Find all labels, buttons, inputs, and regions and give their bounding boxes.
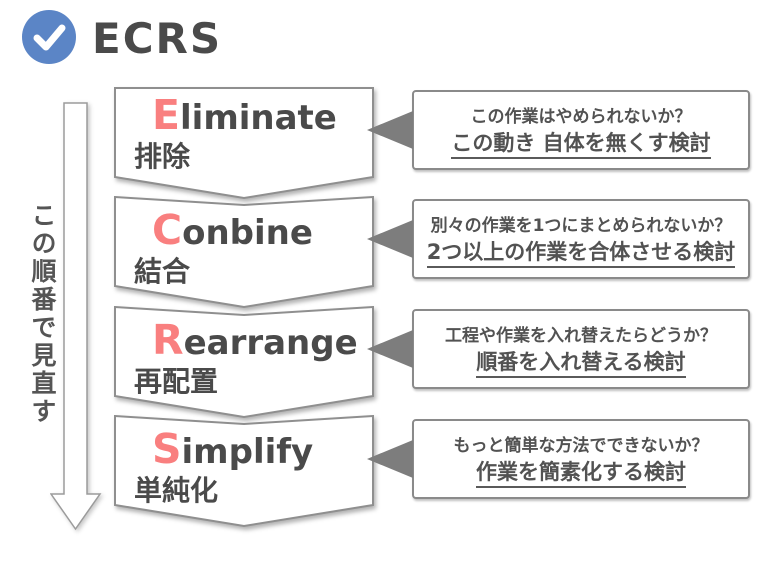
detail-question: この作業はやめられないか？ — [470, 106, 692, 127]
step-rest: onbine — [182, 213, 313, 253]
left-triangle-icon — [367, 111, 413, 149]
step-japanese: 単純化 — [134, 474, 219, 507]
chevron-banner-shape — [114, 306, 374, 419]
detail-box-eliminate: この作業はやめられないか？ この動き 自体を無くす検討 — [412, 90, 750, 170]
chevron-banner-shape — [114, 196, 374, 309]
flow-arrow-label: この順番で見直す — [28, 202, 57, 426]
step-rest: earrange — [183, 323, 358, 363]
step-initial: E — [152, 91, 181, 139]
down-arrow-icon — [49, 102, 102, 536]
step-initial: C — [152, 206, 183, 254]
check-icon — [22, 10, 76, 64]
step-japanese: 結合 — [134, 255, 191, 288]
detail-box-simplify: もっと簡単な方法でできないか？ 作業を簡素化する検討 — [412, 419, 750, 499]
detail-box-combine: 別々の作業を1つにまとめられないか？ 2つ以上の作業を合体させる検討 — [412, 199, 750, 279]
left-triangle-icon — [367, 330, 413, 368]
detail-question: 工程や作業を入れ替えたらどうか？ — [445, 325, 717, 346]
left-triangle-icon — [367, 440, 413, 478]
detail-question: 別々の作業を1つにまとめられないか？ — [430, 215, 732, 236]
step-initial: S — [152, 425, 182, 473]
detail-answer: 作業を簡素化する検討 — [476, 459, 686, 488]
step-rest: implify — [181, 432, 314, 472]
left-triangle-icon — [367, 220, 413, 258]
step-rest: liminate — [180, 98, 337, 138]
detail-answer: 2つ以上の作業を合体させる検討 — [426, 239, 736, 268]
step-japanese: 再配置 — [134, 365, 219, 398]
chevron-banner-shape — [114, 87, 374, 200]
page-title: ECRS — [92, 14, 223, 63]
detail-box-rearrange: 工程や作業を入れ替えたらどうか？ 順番を入れ替える検討 — [412, 309, 750, 389]
step-japanese: 排除 — [134, 140, 191, 173]
step-initial: R — [152, 316, 184, 364]
detail-answer: 順番を入れ替える検討 — [476, 349, 686, 378]
detail-answer: この動き 自体を無くす検討 — [451, 130, 711, 159]
detail-question: もっと簡単な方法でできないか？ — [453, 435, 709, 456]
chevron-banner-shape — [114, 415, 374, 528]
